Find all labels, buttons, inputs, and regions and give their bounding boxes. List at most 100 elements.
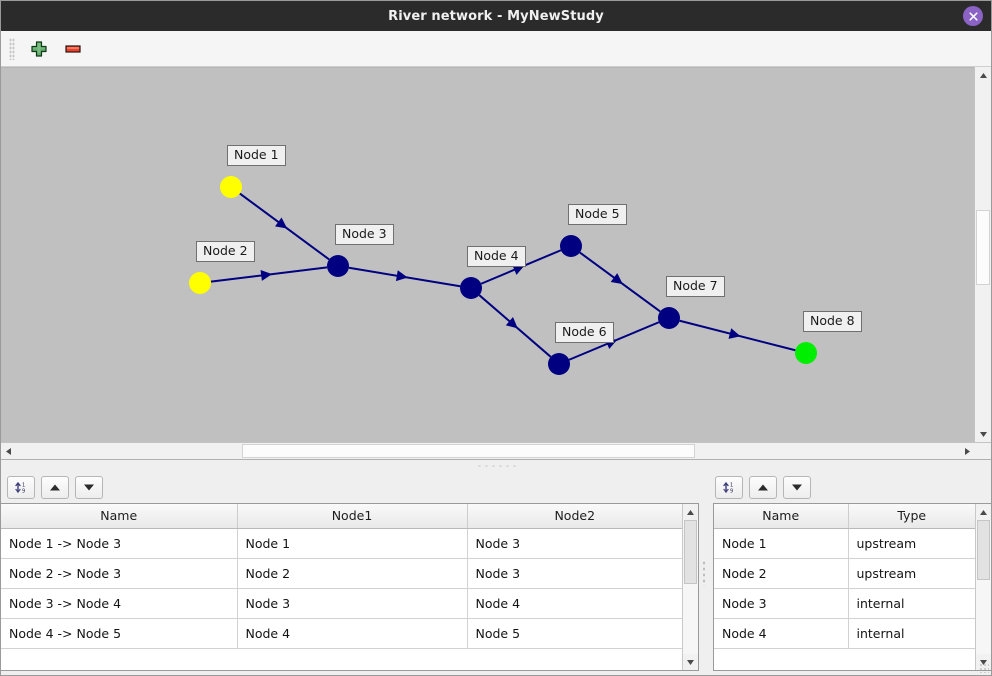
table-cell[interactable]: Node 3 — [467, 528, 682, 559]
graph-horizontal-scrollbar[interactable] — [1, 442, 991, 459]
svg-text:1: 1 — [730, 482, 733, 488]
window-resize-grip[interactable] — [979, 663, 989, 673]
branches-column-header[interactable]: Name — [1, 504, 238, 529]
network-canvas[interactable]: Node 1 Node 2 Node 3 Node 4 Node 5 Node 6 Node… — [1, 67, 974, 442]
scroll-up-icon[interactable] — [975, 504, 991, 520]
table-cell[interactable]: Node 4 — [237, 618, 468, 649]
node-label-node-7[interactable]: Node 7 — [666, 276, 725, 297]
table-cell[interactable]: upstream — [848, 558, 975, 589]
scroll-down-icon[interactable] — [975, 426, 991, 442]
sort-icon[interactable]: 1 9 — [7, 475, 35, 499]
nodes-table-scrollbar[interactable] — [974, 504, 991, 670]
add-plus-icon[interactable] — [27, 37, 51, 61]
graph-node-node-6[interactable] — [548, 353, 570, 375]
graph-node-node-1[interactable] — [220, 176, 242, 198]
table-cell[interactable]: Node 4 — [714, 618, 849, 649]
table-cell[interactable]: Node 1 -> Node 3 — [1, 528, 238, 559]
table-cell[interactable]: Node 4 -> Node 5 — [1, 618, 238, 649]
arrow-down-icon[interactable] — [783, 475, 811, 499]
scroll-up-icon[interactable] — [975, 67, 991, 83]
horizontal-splitter[interactable] — [1, 459, 991, 471]
arrow-up-icon[interactable] — [41, 475, 69, 499]
scroll-left-icon[interactable] — [1, 443, 15, 459]
graph-vscroll-thumb[interactable] — [976, 209, 990, 286]
node-label-node-6[interactable]: Node 6 — [555, 322, 614, 343]
scroll-down-icon[interactable] — [683, 654, 698, 670]
graph-hscroll-track[interactable] — [15, 443, 960, 459]
table-cell[interactable]: Node 2 — [237, 558, 468, 589]
table-cell[interactable]: Node 4 — [467, 588, 682, 619]
scroll-up-icon[interactable] — [683, 504, 698, 520]
branches-scroll-track[interactable] — [683, 520, 698, 654]
vertical-splitter[interactable] — [699, 471, 709, 675]
graph-panel: Node 1 Node 2 Node 3 Node 4 Node 5 Node 6 Node… — [1, 67, 991, 459]
table-cell[interactable]: internal — [848, 618, 975, 649]
toolbar-drag-handle[interactable] — [9, 37, 15, 60]
nodes-column-header[interactable]: Type — [848, 504, 975, 529]
table-cell[interactable]: Node 5 — [467, 618, 682, 649]
node-label-node-2[interactable]: Node 2 — [196, 241, 255, 262]
arrow-down-icon[interactable] — [75, 475, 103, 499]
graph-node-node-5[interactable] — [560, 235, 582, 257]
node-label-node-3[interactable]: Node 3 — [335, 224, 394, 245]
svg-text:9: 9 — [22, 488, 25, 494]
scrollbar-corner — [974, 443, 991, 459]
graph-vscroll-track[interactable] — [975, 83, 991, 426]
table-cell[interactable]: upstream — [848, 528, 975, 559]
splitter-grip-icon — [702, 560, 706, 586]
graph-node-node-8[interactable] — [795, 342, 817, 364]
branches-toolbar: 1 9 — [1, 471, 699, 503]
graph-hscroll-thumb[interactable] — [241, 444, 696, 458]
svg-text:9: 9 — [730, 488, 733, 494]
close-icon[interactable] — [963, 6, 983, 26]
graph-vertical-scrollbar[interactable] — [974, 67, 991, 442]
network-graph — [189, 176, 817, 375]
nodes-column-header[interactable]: Name — [714, 504, 849, 529]
table-cell[interactable]: Node 2 — [714, 558, 849, 589]
branches-scroll-thumb[interactable] — [684, 520, 697, 585]
delete-minus-icon[interactable] — [61, 37, 85, 61]
table-cell[interactable]: Node 3 -> Node 4 — [1, 588, 238, 619]
node-label-node-1[interactable]: Node 1 — [227, 145, 286, 166]
graph-node-node-7[interactable] — [658, 307, 680, 329]
table-cell[interactable]: Node 3 — [467, 558, 682, 589]
branches-column-header[interactable]: Node1 — [237, 504, 468, 529]
main-toolbar — [1, 31, 991, 67]
nodes-scroll-track[interactable] — [975, 520, 991, 654]
node-label-node-4[interactable]: Node 4 — [467, 246, 526, 267]
table-cell[interactable]: Node 2 -> Node 3 — [1, 558, 238, 589]
node-label-node-8[interactable]: Node 8 — [803, 311, 862, 332]
branches-column-header[interactable]: Node2 — [467, 504, 682, 529]
node-label-node-5[interactable]: Node 5 — [568, 204, 627, 225]
graph-node-node-3[interactable] — [327, 255, 349, 277]
splitter-grip-icon — [476, 463, 516, 468]
svg-text:1: 1 — [22, 482, 25, 488]
table-cell[interactable]: Node 3 — [714, 588, 849, 619]
table-cell[interactable]: Node 3 — [237, 588, 468, 619]
graph-node-node-2[interactable] — [189, 272, 211, 294]
scroll-right-icon[interactable] — [960, 443, 974, 459]
branches-table-scrollbar[interactable] — [682, 504, 698, 670]
table-cell[interactable]: Node 1 — [714, 528, 849, 559]
sort-icon[interactable]: 1 9 — [715, 475, 743, 499]
nodes-toolbar: 1 9 — [709, 471, 991, 503]
arrow-up-icon[interactable] — [749, 475, 777, 499]
table-cell[interactable]: Node 1 — [237, 528, 468, 559]
table-cell[interactable]: internal — [848, 588, 975, 619]
nodes-scroll-thumb[interactable] — [976, 520, 990, 581]
graph-node-node-4[interactable] — [460, 277, 482, 299]
